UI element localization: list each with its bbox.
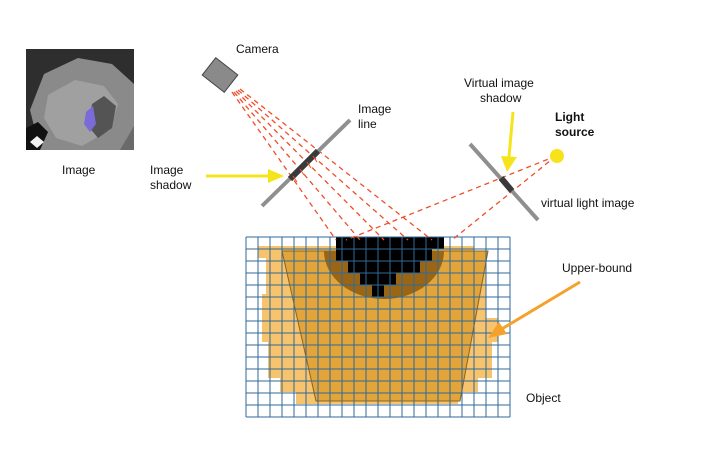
light-source-icon	[550, 149, 564, 163]
image-shadow-arrow	[206, 169, 284, 183]
upper-bound-arrow	[488, 280, 581, 338]
object-grid	[245, 236, 511, 418]
image-shadow-label-1: Image	[150, 163, 184, 177]
light-source-label-2: source	[555, 125, 595, 139]
image-shadow-label-2: shadow	[150, 178, 192, 192]
image-label: Image	[62, 163, 96, 177]
image-shadow-segment	[287, 148, 321, 182]
virtual-image-shadow-label-1: Virtual image	[464, 76, 534, 90]
light-rays	[345, 155, 557, 241]
camera-icon	[201, 57, 239, 93]
image-thumbnail	[26, 49, 134, 150]
image-shadow-hatch	[292, 155, 318, 183]
virtual-light-image-label: virtual light image	[541, 196, 635, 210]
virtual-image-shadow-segment	[498, 176, 515, 193]
upper-bound-label: Upper-bound	[562, 261, 632, 275]
camera-rays	[231, 88, 433, 241]
image-line-label-2: line	[358, 117, 377, 131]
virtual-image-shadow-arrow	[501, 111, 517, 172]
camera-label: Camera	[236, 42, 279, 56]
light-source-label-1: Light	[555, 110, 584, 124]
virtual-image-shadow-label-2: shadow	[480, 91, 522, 105]
object-label: Object	[526, 391, 561, 405]
image-line-label-1: Image	[358, 102, 392, 116]
